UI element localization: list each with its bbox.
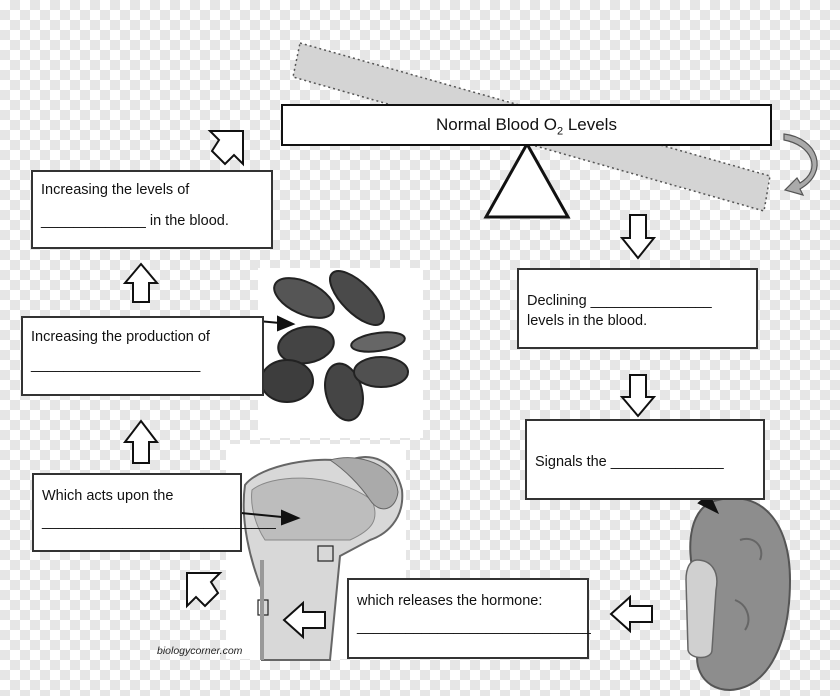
increasing-levels-line1: Increasing the levels of (41, 182, 190, 198)
arrow-diag-upleft-icon (186, 572, 223, 609)
acts-upon-line2[interactable]: _____________________________ (42, 514, 276, 530)
red-blood-cells-image (260, 270, 409, 422)
bone-image (242, 456, 404, 661)
box-releases: which releases the hormone: ____________… (347, 578, 591, 659)
title-subscript: 2 (556, 125, 564, 138)
box-declining: Declining _______________ levels in the … (517, 268, 758, 349)
title-prefix: Normal Blood O (436, 115, 557, 134)
arrow-left-kidney-icon (609, 594, 653, 634)
box-increasing-levels: Increasing the levels of _____________ i… (31, 170, 273, 249)
box-signals: Signals the ______________ (525, 419, 765, 500)
increasing-levels-line2[interactable]: _____________ in the blood. (41, 213, 229, 229)
box-acts-upon: Which acts upon the ____________________… (32, 473, 276, 552)
curved-arrow-icon (783, 133, 818, 196)
arrow-diag-upright-icon (207, 130, 244, 167)
acts-upon-line1: Which acts upon the (42, 488, 174, 504)
declining-line1[interactable]: Declining _______________ (527, 293, 712, 309)
kidney-image (685, 497, 792, 692)
arrow-up-2-icon (122, 262, 160, 303)
normal-blood-o2-levels-bar: Normal Blood O2 Levels (281, 104, 772, 146)
production-line2[interactable]: _____________________ (31, 357, 201, 373)
title-suffix: Levels (563, 115, 617, 134)
arrow-left-bone-icon (282, 600, 326, 640)
releases-line1: which releases the hormone: (357, 593, 543, 609)
arrow-up-1-icon (122, 419, 160, 464)
arrow-down-1-icon (619, 214, 657, 260)
credit-text: biologycorner.com (157, 645, 243, 657)
pointer-bone-icon (281, 509, 301, 526)
fulcrum-triangle (483, 140, 571, 219)
releases-line2[interactable]: _____________________________ (357, 619, 591, 635)
signals-line1[interactable]: Signals the ______________ (535, 454, 724, 470)
pointer-rbc-icon (277, 315, 296, 332)
arrow-down-2-icon (619, 374, 657, 418)
declining-line2: levels in the blood. (527, 313, 648, 329)
production-line1: Increasing the production of (31, 329, 210, 345)
box-production: Increasing the production of ___________… (21, 316, 264, 396)
